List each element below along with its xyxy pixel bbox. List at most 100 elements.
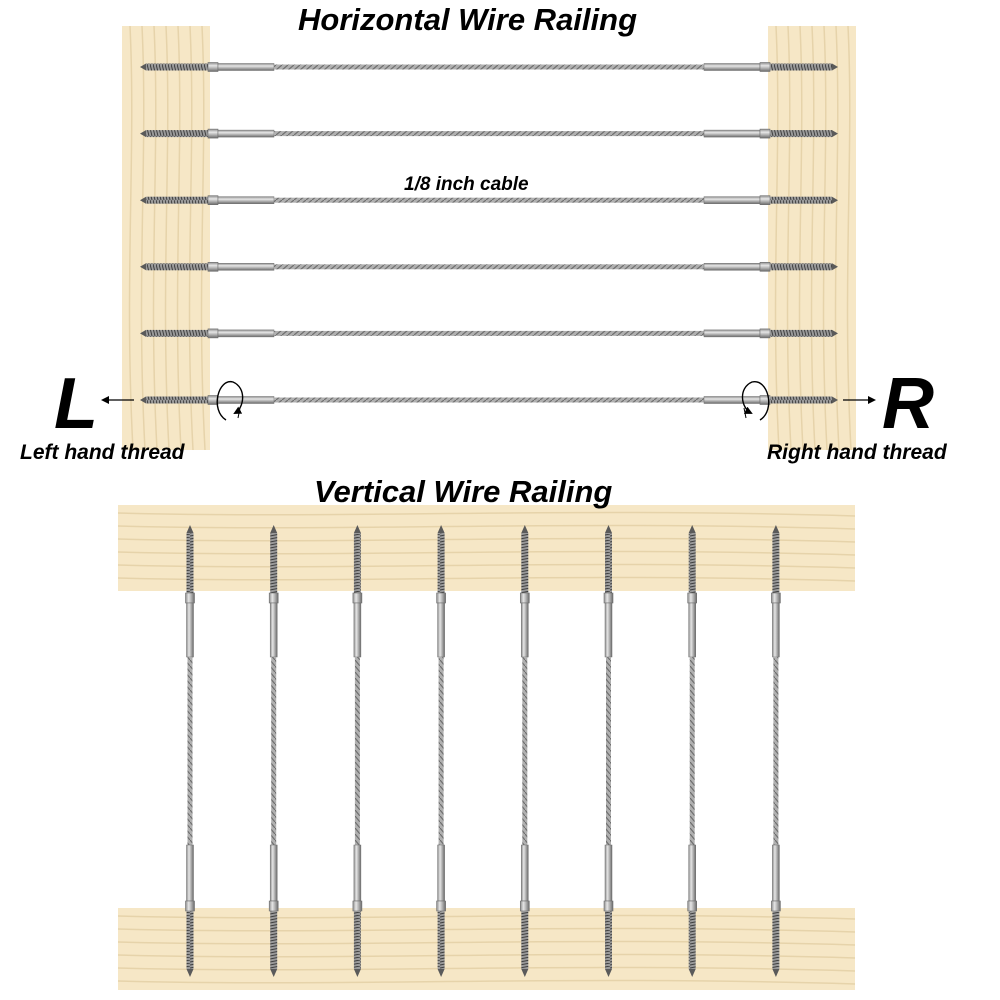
swage-sleeve (217, 63, 275, 71)
fitting-collar (352, 592, 363, 604)
rotation-arrow-icon (741, 381, 770, 421)
lag-screw-left (146, 63, 208, 71)
swage-sleeve (217, 196, 275, 204)
lag-screw-right (770, 396, 832, 404)
fitting-collar (519, 900, 530, 912)
screw-tip (832, 329, 838, 337)
swage-sleeve (703, 396, 761, 404)
lag-screw-top (186, 533, 194, 593)
fitting-collar (207, 195, 219, 205)
swage-sleeve (353, 844, 362, 902)
lag-screw-top (353, 533, 361, 593)
cable (354, 657, 360, 845)
cable (274, 197, 704, 203)
grain-line (200, 25, 206, 451)
screw-tip (140, 130, 146, 138)
wood-grain (117, 25, 856, 985)
swage-sleeve (688, 844, 696, 902)
vertical-cable-assembly (687, 525, 698, 977)
lag-screw-right (770, 130, 832, 138)
fitting-collar (603, 592, 614, 604)
swage-sleeve (186, 844, 194, 902)
grain-line (152, 25, 158, 451)
fitting-collar (759, 62, 771, 72)
screw-tip (140, 263, 146, 271)
grain-line (117, 550, 856, 556)
fitting-collar (436, 900, 446, 912)
vertical-cables (185, 525, 781, 977)
left-hand-thread-label: Left hand thread (20, 441, 185, 464)
lag-screw-right (770, 263, 832, 271)
fitting-collar (687, 900, 698, 912)
lag-screw-left (146, 329, 208, 337)
screw-tip (270, 969, 278, 977)
cable (187, 657, 193, 845)
fitting-collar (436, 592, 446, 604)
swage-sleeve (604, 602, 613, 658)
cable (438, 657, 444, 845)
vertical-cable-assembly (519, 525, 530, 977)
cable (274, 131, 704, 137)
fitting-collar (268, 592, 279, 604)
screw-tip (521, 969, 529, 977)
horizontal-cable-assembly (140, 128, 838, 139)
grain-line (846, 25, 852, 451)
right-thread-letter: R (882, 364, 934, 444)
grain-line (117, 953, 856, 959)
fitting-collar (687, 592, 698, 604)
vertical-cable-assembly (603, 525, 614, 977)
grain-line (128, 25, 134, 451)
fitting-collar (207, 328, 219, 339)
screw-tip (605, 525, 612, 533)
screw-tip (186, 969, 194, 977)
lag-screw-left (146, 196, 208, 204)
swage-sleeve (604, 844, 613, 902)
horizontal-cable-assembly (140, 195, 838, 205)
swage-sleeve (703, 129, 761, 138)
fitting-collar (771, 900, 781, 912)
swage-sleeve (217, 263, 275, 271)
swage-sleeve (521, 844, 529, 902)
swage-sleeve (269, 844, 278, 902)
lag-screw-left (146, 130, 208, 138)
grain-line (774, 25, 780, 451)
lag-screw-bottom (270, 911, 278, 969)
left-thread-letter: L (54, 364, 98, 444)
grain-line (786, 25, 792, 451)
lag-screw-bottom (772, 911, 780, 969)
lag-screw-bottom (437, 911, 445, 969)
swage-sleeve (521, 602, 529, 658)
screw-tip (140, 196, 146, 204)
grain-line (117, 563, 856, 569)
screw-tip (605, 969, 612, 977)
fitting-collar (185, 900, 195, 912)
lag-screw-top (437, 533, 445, 593)
screw-tip (437, 969, 445, 977)
fitting-collar (759, 261, 771, 272)
screw-tip (832, 63, 838, 71)
screw-tip (353, 525, 361, 533)
swage-sleeve (703, 329, 761, 338)
lag-screw-top (772, 533, 780, 593)
screw-tip (832, 396, 838, 404)
vertical-railing-title: Vertical Wire Railing (314, 474, 613, 509)
vertical-cable-assembly (771, 525, 781, 977)
cable-size-label: 1/8 inch cable (404, 174, 529, 195)
screw-tip (832, 263, 838, 271)
fitting-collar (207, 261, 219, 272)
swage-sleeve (186, 602, 194, 658)
lag-screw-bottom (688, 911, 696, 969)
rotation-arrow-icon (216, 381, 244, 421)
screw-tip (186, 525, 194, 533)
vertical-cable-assembly (185, 525, 195, 977)
lag-screw-left (146, 263, 208, 271)
right-hand-thread-label: Right hand thread (767, 441, 947, 464)
lag-screw-bottom (605, 911, 612, 969)
screw-tip (832, 130, 838, 138)
horizontal-railing-title: Horizontal Wire Railing (298, 2, 638, 37)
swage-sleeve (703, 63, 761, 71)
grain-line (140, 25, 146, 451)
lag-screw-right (770, 63, 832, 71)
grain-line (117, 537, 856, 543)
